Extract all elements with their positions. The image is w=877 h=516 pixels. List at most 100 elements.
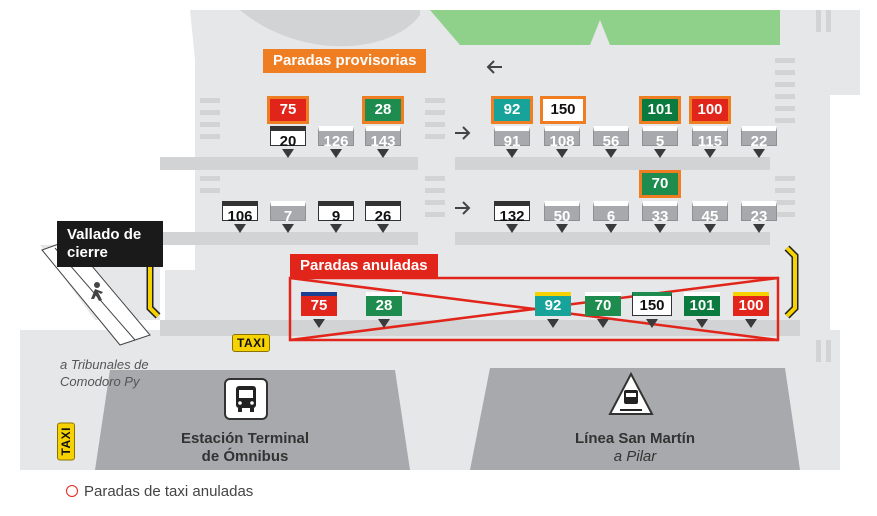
cancelled-stop: 70 [585,292,621,328]
stop-marker [282,149,294,158]
stop-marker [506,149,518,158]
bus-stop: 50 [544,201,580,233]
bus-stop: 108 [544,126,580,158]
stop-number: 22 [741,126,777,150]
stop-marker [377,149,389,158]
train-direction: a Pilar [613,448,657,465]
cancelled-stop: 28 [366,292,402,328]
stop-number: 7 [270,201,306,225]
stop-marker [330,224,342,233]
stop-marker [282,224,294,233]
bus-stop: 20 [270,126,306,158]
stop-number: 115 [692,126,728,150]
provisional-badge-100: 100 [689,96,731,124]
cancelled-stop: 150 [632,292,672,328]
stop-marker [506,224,518,233]
cancelled-stops-label: Paradas anuladas [290,254,438,278]
stop-marker [745,319,757,328]
bus-icon [224,378,268,420]
arrow-left-icon [486,60,502,74]
bus-stop: 22 [741,126,777,158]
stop-marker [378,319,390,328]
bus-stop: 45 [692,201,728,233]
provisional-badge-28: 28 [362,96,404,124]
provisional-badge-101: 101 [639,96,681,124]
bus-stop: 6 [593,201,629,233]
cancelled-badge-92: 92 [535,292,571,316]
stop-number: 9 [318,201,354,225]
arrow-right-icon [455,201,471,215]
bus-terminal-building [95,370,410,470]
legend-ring-icon [66,485,78,497]
stop-marker [605,224,617,233]
stop-marker [646,319,658,328]
median-1 [160,157,418,170]
median-2 [455,157,770,170]
bus-stop: 143 [365,126,401,158]
stop-number: 106 [222,201,258,225]
bus-stop: 56 [593,126,629,158]
bus-glyph [236,386,256,412]
cancelled-badge-70: 70 [585,292,621,316]
stop-number: 6 [593,201,629,225]
stop-marker [605,149,617,158]
cancelled-stop: 92 [535,292,571,328]
barrier-label: Vallado de cierre [57,221,163,267]
bus-stop: 23 [741,201,777,233]
bottom-white [20,470,840,516]
taxi-icon: TAXI [57,422,75,461]
park-area [430,10,780,45]
stop-marker [330,149,342,158]
legend-text: Paradas de taxi anuladas [84,483,254,500]
provisional-badge-92: 92 [491,96,533,124]
provisional-badge-70: 70 [639,170,681,198]
bus-terminal-name: Estación Terminal [180,430,310,447]
stop-number: 91 [494,126,530,150]
stop-marker [753,149,765,158]
median-4 [455,232,770,245]
cancelled-badge-100: 100 [733,292,769,316]
bus-terminal-name-2: de Ómnibus [201,448,289,465]
stop-marker [556,149,568,158]
train-icon [608,371,654,416]
train-glyph [608,371,654,415]
stop-number: 126 [318,126,354,150]
arrow-right-icon [455,126,471,140]
cancelled-badge-150: 150 [632,292,672,316]
stop-number: 132 [494,201,530,225]
stop-marker [377,224,389,233]
stop-number: 56 [593,126,629,150]
legend: Paradas de taxi anuladas [66,483,253,500]
provisional-stops-label: Paradas provisorias [263,49,427,73]
bus-stop: 7 [270,201,306,233]
bus-terminal-label: Estación Terminal de Ómnibus [150,430,340,466]
cancelled-badge-28: 28 [366,292,402,316]
stop-marker [547,319,559,328]
tribunales-direction: a Tribunales de Comodoro Py [60,357,149,389]
stop-marker [654,224,666,233]
stop-number: 20 [270,126,306,150]
stop-number: 26 [365,201,401,225]
stop-marker [696,319,708,328]
bus-stop: 5 [642,126,678,158]
stop-number: 5 [642,126,678,150]
bus-stop: 106 [222,201,258,233]
stop-marker [597,319,609,328]
cancelled-stop: 100 [733,292,769,328]
bus-stop: 9 [318,201,354,233]
cancelled-badge-75: 75 [301,292,337,316]
bus-stop: 126 [318,126,354,158]
taxi-icon: TAXI [232,334,271,352]
provisional-badge-150: 150 [540,96,586,124]
median-3 [160,232,418,245]
bus-stop: 115 [692,126,728,158]
stop-marker [704,224,716,233]
barrier-right-fill [785,246,797,318]
cancelled-box [288,276,780,342]
bus-stop: 26 [365,201,401,233]
train-line-name: Línea San Martín [574,430,696,447]
stop-marker [313,319,325,328]
stop-number: 33 [642,201,678,225]
bus-stop: 91 [494,126,530,158]
